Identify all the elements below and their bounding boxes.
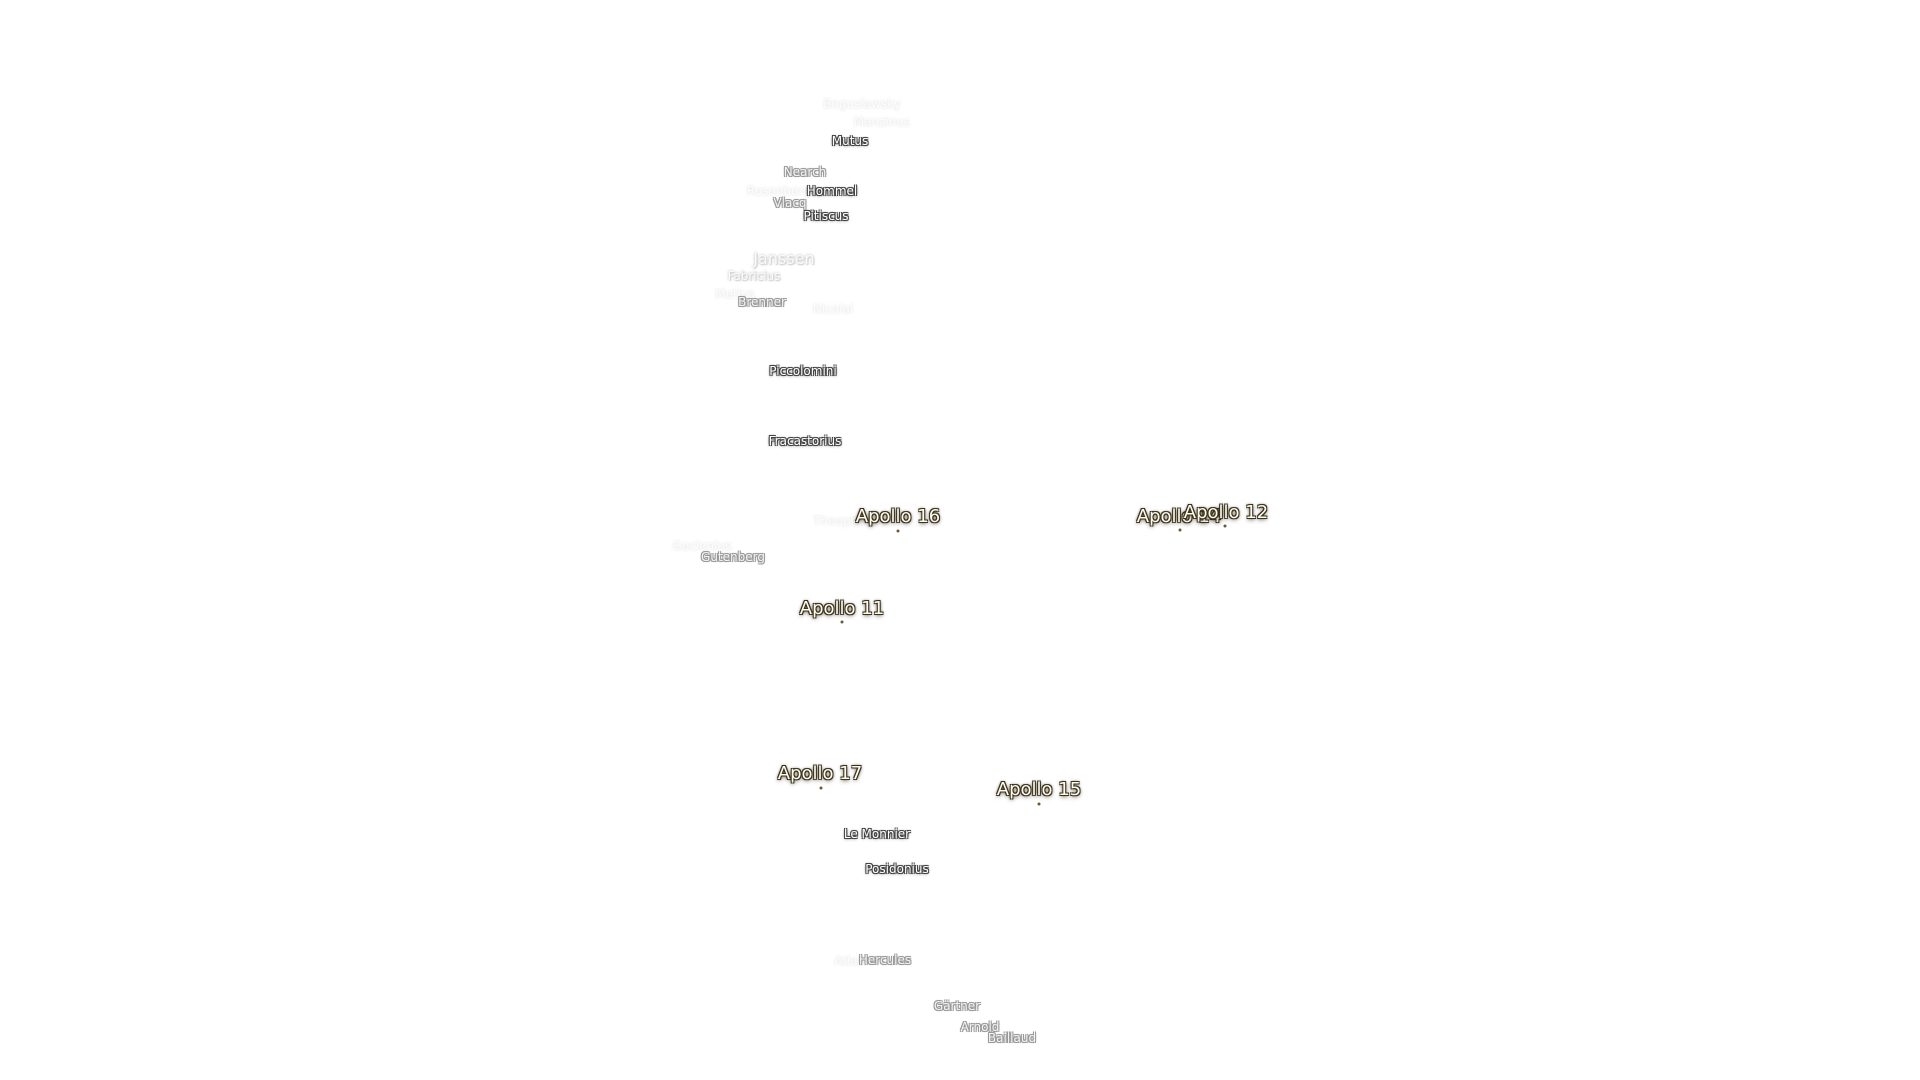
landing-site-label-apollo-14[interactable]: Apollo 14: [1136, 506, 1222, 527]
crater-label-nicolai[interactable]: Nicolai: [812, 302, 854, 316]
crater-label-fabricius[interactable]: Fabricius: [727, 269, 781, 283]
crater-label-metius[interactable]: Metius: [715, 287, 755, 301]
crater-label-manzinus[interactable]: Manzinus: [853, 115, 911, 129]
crater-label-gartner[interactable]: Gärtner: [933, 999, 981, 1013]
crater-label-gutenberg[interactable]: Gutenberg: [701, 550, 765, 564]
crater-label-le-monnier[interactable]: Le Monnier: [843, 827, 911, 841]
crater-label-piccolomini[interactable]: Piccolomini: [769, 364, 837, 378]
landing-site-label-apollo-17[interactable]: Apollo 17: [777, 763, 863, 784]
crater-label-hommel[interactable]: Hommel: [806, 184, 858, 198]
crater-label-boguslawsky[interactable]: Boguslawsky: [823, 97, 901, 111]
crater-label-theophilus[interactable]: Theophilus: [813, 514, 879, 528]
crater-label-rosenberger[interactable]: Rosenberger: [746, 184, 824, 198]
landing-site-marker-apollo-17[interactable]: [819, 786, 823, 790]
landing-site-marker-apollo-12[interactable]: [1223, 524, 1227, 528]
crater-label-goclenius[interactable]: Goclenius: [672, 539, 732, 553]
crater-label-arnold[interactable]: Arnold: [960, 1020, 1000, 1034]
crater-label-brenner[interactable]: Brenner: [738, 295, 786, 309]
crater-label-janssen[interactable]: Janssen: [753, 249, 815, 268]
crater-label-vlacq[interactable]: Vlacq: [773, 196, 807, 210]
crater-label-baillaud[interactable]: Baillaud: [987, 1031, 1037, 1045]
crater-label-atlas[interactable]: Atlas: [834, 954, 864, 968]
landing-site-label-apollo-15[interactable]: Apollo 15: [996, 779, 1082, 800]
crater-label-fracastorius[interactable]: Fracastorius: [768, 434, 842, 448]
landing-site-marker-apollo-11[interactable]: [840, 620, 844, 624]
landing-site-marker-apollo-16[interactable]: [896, 529, 900, 533]
crater-label-hercules[interactable]: Hercules: [858, 953, 912, 967]
crater-label-nearch[interactable]: Nearch: [783, 165, 827, 179]
landing-site-label-apollo-16[interactable]: Apollo 16: [855, 506, 941, 527]
crater-label-pitiscus[interactable]: Pitiscus: [803, 209, 849, 223]
landing-site-label-apollo-11[interactable]: Apollo 11: [799, 598, 885, 619]
landing-site-marker-apollo-15[interactable]: [1037, 802, 1041, 806]
landing-site-marker-apollo-14[interactable]: [1178, 528, 1182, 532]
crater-label-mutus[interactable]: Mutus: [831, 134, 869, 148]
landing-site-label-apollo-12[interactable]: Apollo 12: [1183, 502, 1269, 523]
crater-label-posidonius[interactable]: Posidonius: [865, 862, 929, 876]
